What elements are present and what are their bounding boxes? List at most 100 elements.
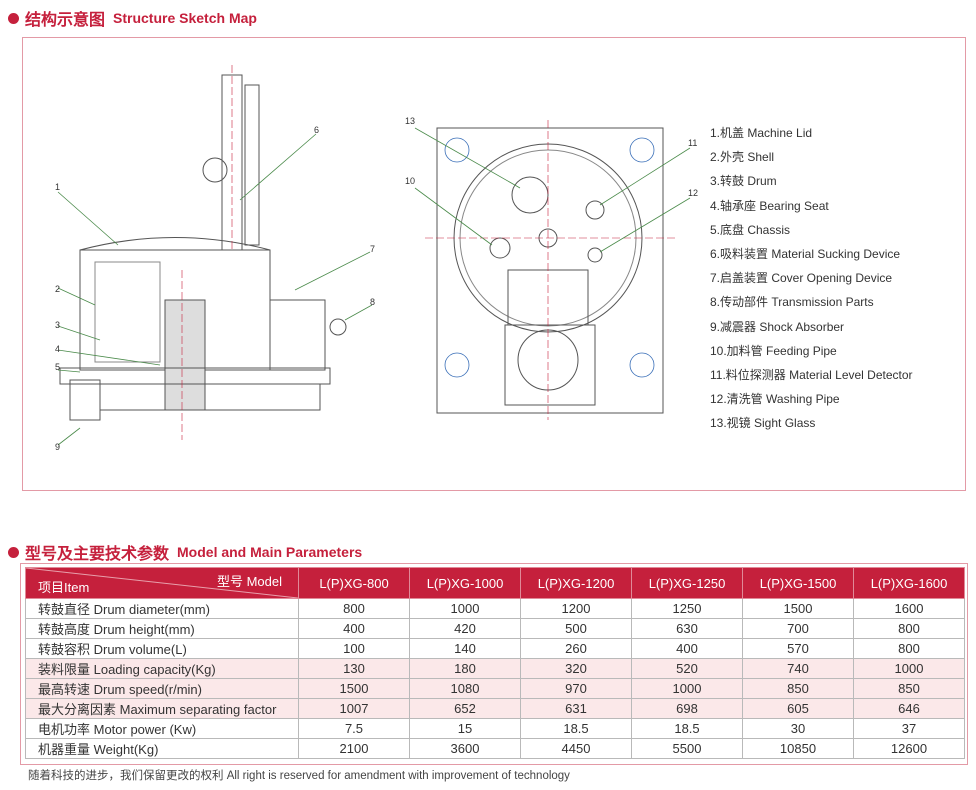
value-cell: 570 — [742, 638, 854, 659]
callout-6: 6 — [314, 125, 319, 135]
bullet-icon — [8, 546, 19, 558]
callout-7: 7 — [370, 244, 375, 254]
legend-item: 5.底盘 Chassis — [710, 222, 791, 237]
value-cell: 18.5 — [520, 718, 632, 739]
value-cell: 420 — [409, 618, 521, 639]
value-cell: 1000 — [409, 598, 521, 619]
value-cell: 800 — [853, 618, 965, 639]
value-cell: 1600 — [853, 598, 965, 619]
legend-item: 2.外壳 Shell — [710, 150, 775, 165]
callout-3: 3 — [55, 320, 60, 330]
value-cell: 970 — [520, 678, 632, 699]
row-label: 最大分离因素 Maximum separating factor — [25, 698, 299, 719]
value-cell: 698 — [631, 698, 743, 719]
value-cell: 100 — [298, 638, 410, 659]
value-cell: 2100 — [298, 738, 410, 759]
value-cell: 10850 — [742, 738, 854, 759]
section-title-parameters: 型号及主要技术参数 Model and Main Parameters — [8, 540, 362, 564]
legend-item: 4.轴承座 Bearing Seat — [710, 198, 829, 213]
value-cell: 18.5 — [631, 718, 743, 739]
callout-10: 10 — [405, 176, 415, 186]
row-label: 转鼓容积 Drum volume(L) — [25, 638, 299, 659]
row-label: 转鼓高度 Drum height(mm) — [25, 618, 299, 639]
title-cn: 结构示意图 — [25, 12, 106, 29]
value-cell: 631 — [520, 698, 632, 719]
row-label: 转鼓直径 Drum diameter(mm) — [25, 598, 299, 619]
value-cell: 140 — [409, 638, 521, 659]
table-frame — [20, 563, 968, 765]
value-cell: 130 — [298, 658, 410, 679]
value-cell: 800 — [853, 638, 965, 659]
legend-item: 3.转鼓 Drum — [710, 174, 777, 189]
parts-legend: 1.机盖 Machine Lid 2.外壳 Shell 3.转鼓 Drum 4.轴承座… — [710, 121, 913, 436]
callout-12: 12 — [688, 188, 698, 198]
section-title-structure: 结构示意图 Structure Sketch Map — [8, 6, 257, 30]
value-cell: 1000 — [631, 678, 743, 699]
value-cell: 500 — [520, 618, 632, 639]
callout-1: 1 — [55, 182, 60, 192]
structure-drawings: 1 2 3 4 5 6 7 8 9 13 10 11 12 — [55, 65, 698, 452]
value-cell: 740 — [742, 658, 854, 679]
model-header-cell: L(P)XG-1500 — [742, 567, 854, 599]
value-cell: 520 — [631, 658, 743, 679]
side-view-drawing — [57, 65, 373, 446]
value-cell: 1500 — [742, 598, 854, 619]
legend-item: 11.料位探测器 Material Level Detector — [710, 368, 913, 383]
legend-item: 1.机盖 Machine Lid — [710, 126, 813, 140]
value-cell: 320 — [520, 658, 632, 679]
callout-2: 2 — [55, 284, 60, 294]
value-cell: 1200 — [520, 598, 632, 619]
value-cell: 15 — [409, 718, 521, 739]
value-cell: 800 — [298, 598, 410, 619]
value-cell: 5500 — [631, 738, 743, 759]
row-label: 电机功率 Motor power (Kw) — [25, 718, 299, 739]
value-cell: 4450 — [520, 738, 632, 759]
value-cell: 605 — [742, 698, 854, 719]
model-header-cell: L(P)XG-1600 — [853, 567, 965, 599]
value-cell: 1250 — [631, 598, 743, 619]
row-label: 最高转速 Drum speed(r/min) — [25, 678, 299, 699]
value-cell: 400 — [631, 638, 743, 659]
model-header-cell: L(P)XG-1250 — [631, 567, 743, 599]
value-cell: 37 — [853, 718, 965, 739]
bullet-icon — [8, 12, 19, 24]
model-header-cell: L(P)XG-800 — [298, 567, 410, 599]
model-header-cell: L(P)XG-1200 — [520, 567, 632, 599]
value-cell: 400 — [298, 618, 410, 639]
value-cell: 3600 — [409, 738, 521, 759]
title-en: Structure Sketch Map — [113, 10, 257, 26]
row-label: 机器重量 Weight(Kg) — [25, 738, 299, 759]
value-cell: 1007 — [298, 698, 410, 719]
value-cell: 7.5 — [298, 718, 410, 739]
header-item-label: 项目Item — [38, 580, 90, 595]
callout-13: 13 — [405, 116, 415, 126]
value-cell: 652 — [409, 698, 521, 719]
header-corner-cell: 型号 Model 项目Item — [25, 567, 299, 599]
footer-note: 随着科技的进步，我们保留更改的权利 All right is reserved … — [28, 770, 570, 782]
callout-4: 4 — [55, 344, 60, 354]
legend-item: 9.减震器 Shock Absorber — [710, 319, 845, 334]
callout-9: 9 — [55, 442, 60, 452]
callout-8: 8 — [370, 297, 375, 307]
legend-item: 6.吸料装置 Material Sucking Device — [710, 247, 901, 262]
value-cell: 12600 — [853, 738, 965, 759]
value-cell: 180 — [409, 658, 521, 679]
value-cell: 30 — [742, 718, 854, 739]
legend-item: 12.清洗管 Washing Pipe — [710, 392, 840, 407]
value-cell: 646 — [853, 698, 965, 719]
callout-5: 5 — [55, 362, 60, 372]
legend-item: 7.启盖装置 Cover Opening Device — [710, 271, 893, 286]
legend-item: 8.传动部件 Transmission Parts — [710, 295, 874, 310]
value-cell: 1080 — [409, 678, 521, 699]
model-header-cell: L(P)XG-1000 — [409, 567, 521, 599]
